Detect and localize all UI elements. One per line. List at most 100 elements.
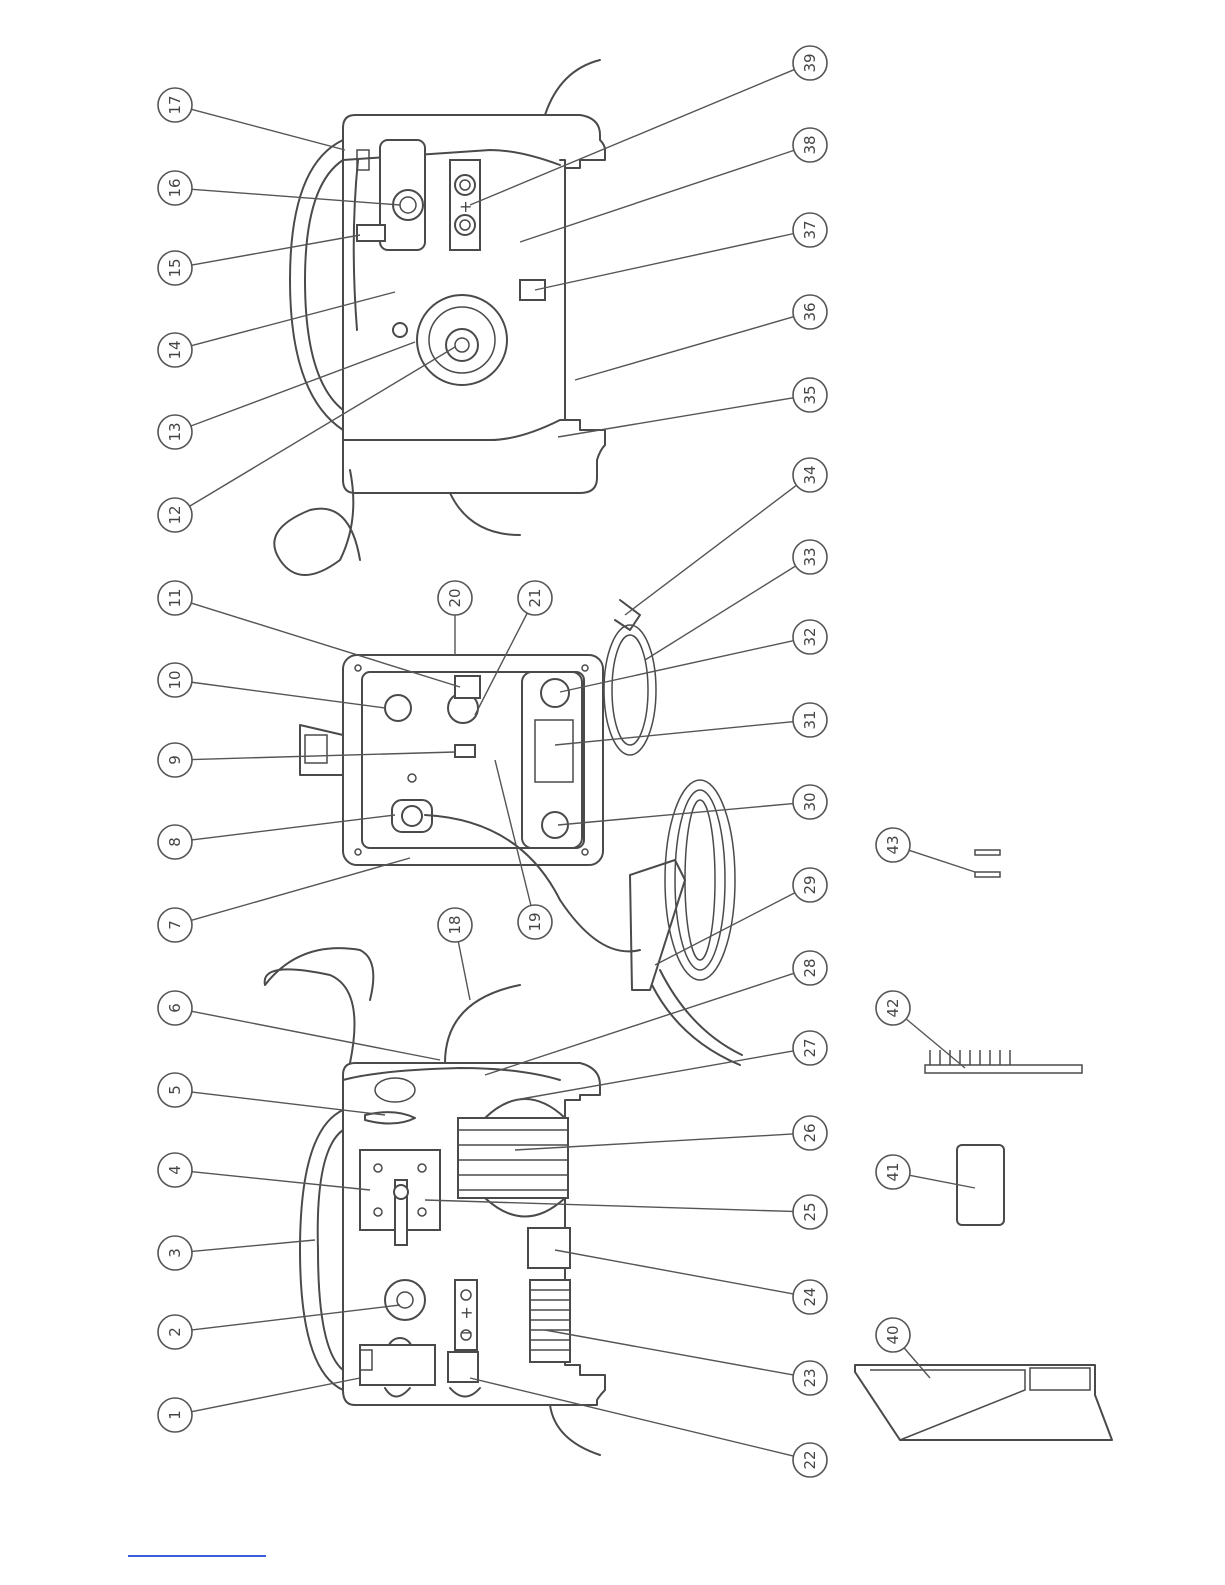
leader-line-19 — [495, 760, 531, 905]
callout-number-19: 19 — [526, 912, 544, 931]
callout-2: 2 — [158, 1315, 192, 1349]
callout-number-30: 30 — [801, 792, 819, 811]
leader-line-36 — [575, 317, 794, 380]
callout-number-37: 37 — [801, 220, 819, 239]
vent-grille — [535, 720, 573, 782]
callout-number-22: 22 — [801, 1450, 819, 1469]
callout-8: 8 — [158, 825, 192, 859]
callout-29: 29 — [793, 868, 827, 902]
leader-line-12 — [190, 347, 455, 506]
callout-number-23: 23 — [801, 1368, 819, 1387]
wire-brush — [925, 1065, 1082, 1073]
cooling-fan — [375, 1078, 415, 1102]
callout-11: 11 — [158, 581, 192, 615]
callout-number-38: 38 — [801, 135, 819, 154]
middle-unit-front-view — [300, 600, 742, 1065]
callout-4: 4 — [158, 1153, 192, 1187]
leader-line-33 — [645, 566, 796, 660]
callout-25: 25 — [793, 1195, 827, 1229]
leader-line-43 — [909, 850, 975, 872]
leader-line-21 — [475, 613, 527, 715]
top-unit-switch — [520, 280, 545, 300]
callout-number-8: 8 — [166, 837, 184, 847]
callout-17: 17 — [158, 88, 192, 122]
callout-6: 6 — [158, 991, 192, 1025]
callout-number-27: 27 — [801, 1038, 819, 1057]
contact-tip-1 — [975, 850, 1000, 855]
leader-line-28 — [485, 973, 794, 1075]
top-unit-side-view: + — [274, 60, 605, 575]
callout-number-31: 31 — [801, 710, 819, 729]
callout-43: 43 — [876, 828, 910, 862]
leader-line-10 — [192, 682, 385, 708]
callout-number-33: 33 — [801, 547, 819, 566]
leader-line-7 — [191, 858, 410, 920]
callout-number-34: 34 — [801, 465, 819, 484]
callout-number-42: 42 — [884, 998, 902, 1017]
leader-line-3 — [192, 1240, 315, 1251]
callout-26: 26 — [793, 1116, 827, 1150]
callout-3: 3 — [158, 1236, 192, 1270]
leader-line-38 — [520, 150, 794, 242]
callout-number-1: 1 — [166, 1410, 184, 1420]
filter-glass — [957, 1145, 1004, 1225]
callout-42: 42 — [876, 991, 910, 1025]
callout-22: 22 — [793, 1443, 827, 1477]
callout-20: 20 — [438, 581, 472, 615]
leader-line-15 — [192, 235, 360, 265]
leader-line-37 — [535, 234, 793, 290]
callout-number-9: 9 — [166, 755, 184, 765]
contact-tip-2 — [975, 872, 1000, 877]
leader-line-31 — [555, 722, 793, 745]
contactor — [528, 1228, 570, 1268]
footer-underline-link[interactable] — [128, 1555, 266, 1557]
callout-5: 5 — [158, 1073, 192, 1107]
leader-line-17 — [191, 109, 345, 150]
callout-number-17: 17 — [166, 95, 184, 114]
callout-number-14: 14 — [166, 340, 184, 359]
callout-number-36: 36 — [801, 302, 819, 321]
callout-19: 19 — [518, 905, 552, 939]
callout-9: 9 — [158, 743, 192, 777]
callout-number-10: 10 — [166, 670, 184, 689]
callout-39: 39 — [793, 46, 827, 80]
leader-line-6 — [192, 1011, 440, 1060]
callout-number-43: 43 — [884, 835, 902, 854]
callout-18: 18 — [438, 908, 472, 942]
callout-13: 13 — [158, 415, 192, 449]
leader-line-24 — [555, 1250, 793, 1294]
leader-line-18 — [458, 942, 470, 1000]
callout-21: 21 — [518, 581, 552, 615]
polarity-minus-bottom: − — [460, 1323, 473, 1342]
terminal-block-small — [448, 1352, 478, 1382]
callout-number-6: 6 — [166, 1003, 184, 1013]
leader-line-9 — [192, 752, 455, 760]
leader-line-13 — [191, 342, 415, 426]
polarity-plus-bottom: + — [460, 1303, 473, 1322]
callout-28: 28 — [793, 951, 827, 985]
callout-number-3: 3 — [166, 1248, 184, 1258]
callout-number-24: 24 — [801, 1287, 819, 1306]
callout-number-26: 26 — [801, 1123, 819, 1142]
leader-line-40 — [904, 1348, 930, 1378]
leader-line-2 — [192, 1305, 400, 1330]
leader-line-16 — [192, 189, 400, 205]
callout-1: 1 — [158, 1398, 192, 1432]
callout-10: 10 — [158, 663, 192, 697]
callout-number-4: 4 — [166, 1165, 184, 1175]
callout-16: 16 — [158, 171, 192, 205]
callout-number-35: 35 — [801, 385, 819, 404]
callout-31: 31 — [793, 703, 827, 737]
callout-32: 32 — [793, 620, 827, 654]
callout-24: 24 — [793, 1280, 827, 1314]
callout-41: 41 — [876, 1155, 910, 1189]
callout-number-7: 7 — [166, 920, 184, 930]
callout-12: 12 — [158, 498, 192, 532]
leader-line-22 — [470, 1378, 793, 1456]
callout-33: 33 — [793, 540, 827, 574]
callout-7: 7 — [158, 908, 192, 942]
callout-number-20: 20 — [446, 588, 464, 607]
callout-27: 27 — [793, 1031, 827, 1065]
leader-line-23 — [545, 1330, 793, 1375]
